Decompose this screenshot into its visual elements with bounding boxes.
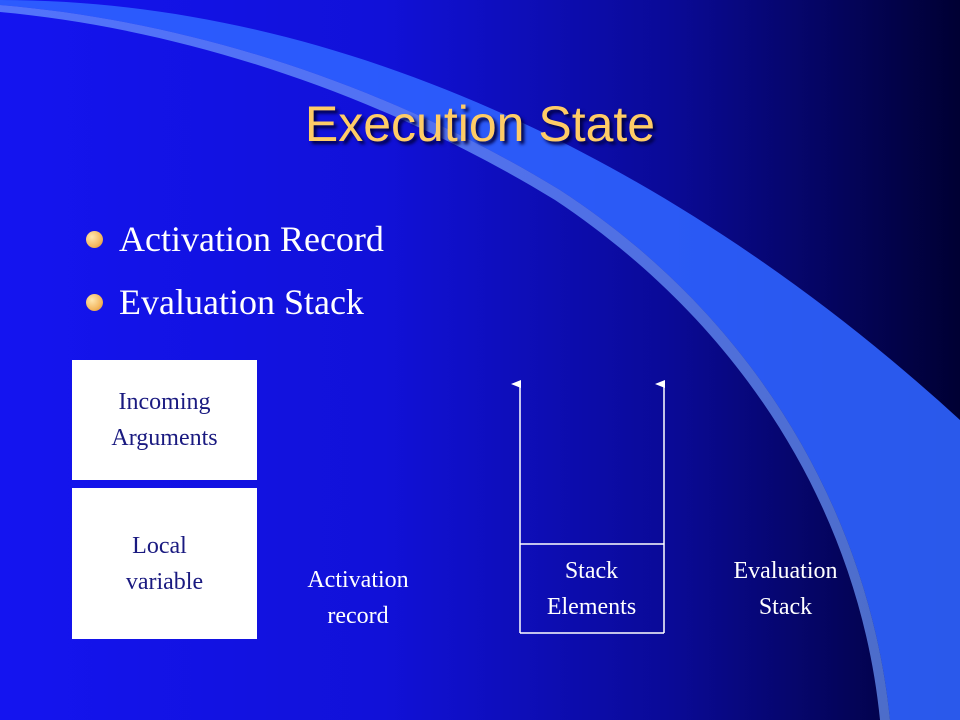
- box-text-line: Local: [132, 532, 187, 559]
- box-text-line: Arguments: [111, 425, 218, 451]
- label-line: Evaluation: [733, 558, 838, 584]
- stack-elements-box: Stack Elements: [519, 544, 664, 633]
- bullet-dot-icon: [86, 230, 103, 248]
- bullet-text: Evaluation Stack: [119, 282, 364, 322]
- slide-title: Execution State: [304, 96, 656, 152]
- label-line: Stack: [758, 594, 813, 620]
- label-line: record: [327, 603, 389, 629]
- bullet-activation-record: Activation Record: [86, 218, 384, 260]
- stack-elements-line: Elements: [546, 593, 637, 620]
- stack-elements-line: Stack: [564, 557, 619, 584]
- activation-record-label: Activation record: [283, 562, 433, 634]
- bullet-evaluation-stack: Evaluation Stack: [86, 281, 364, 323]
- local-variable-box: Local variable: [72, 488, 257, 639]
- evaluation-stack-label: Evaluation Stack: [708, 553, 863, 625]
- bullet-dot-icon: [86, 293, 103, 311]
- label-line: Activation: [307, 567, 409, 593]
- box-text-line: variable: [125, 568, 204, 595]
- bullet-text: Activation Record: [119, 219, 384, 259]
- incoming-arguments-box: Incoming Arguments: [72, 360, 257, 480]
- box-text-line: Incoming: [118, 389, 211, 415]
